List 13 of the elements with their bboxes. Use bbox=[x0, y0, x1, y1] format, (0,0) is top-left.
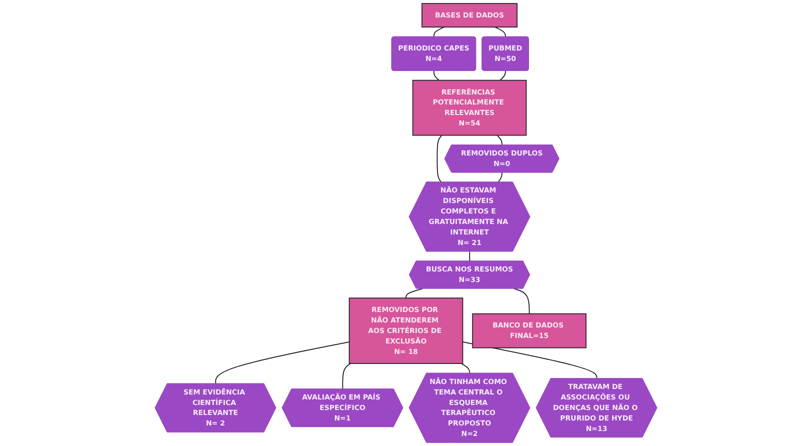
connector bbox=[496, 134, 502, 146]
connector bbox=[469, 251, 470, 262]
connector bbox=[460, 363, 470, 374]
connector bbox=[406, 288, 424, 298]
connector bbox=[500, 70, 506, 81]
connector bbox=[494, 26, 506, 38]
connector bbox=[498, 172, 502, 183]
connector bbox=[342, 363, 352, 390]
connector bbox=[436, 134, 442, 183]
connector bbox=[433, 70, 440, 81]
connector bbox=[433, 26, 445, 38]
connector bbox=[514, 288, 530, 314]
connector bbox=[215, 342, 350, 384]
